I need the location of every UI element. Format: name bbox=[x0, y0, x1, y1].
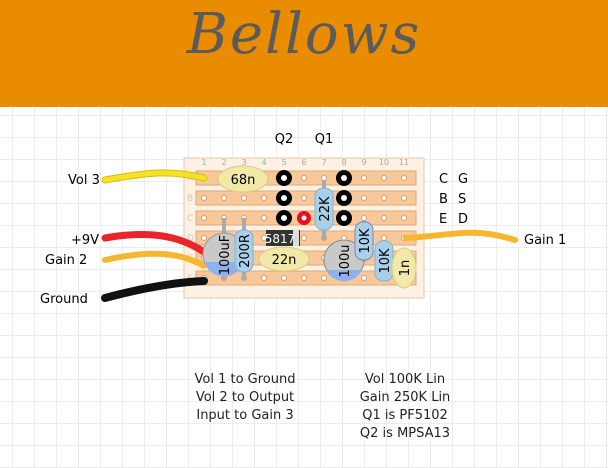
note: Vol 2 to Output bbox=[195, 390, 295, 405]
pinout-label: C bbox=[439, 172, 448, 187]
header-banner: Bellows bbox=[0, 0, 608, 107]
resistor-10k-a bbox=[354, 221, 374, 261]
row-label: D bbox=[187, 234, 194, 244]
hole bbox=[381, 175, 387, 181]
transistor-pad-hole bbox=[341, 175, 347, 181]
notes-right: Vol 100K Lin Gain 250K Lin Q1 is PF5102 … bbox=[350, 371, 460, 443]
column-label: 4 bbox=[261, 158, 266, 167]
resistor-200r-label: 200R bbox=[238, 234, 253, 268]
ground-label: Ground bbox=[40, 292, 88, 307]
row-label: C bbox=[187, 214, 193, 224]
hole bbox=[361, 195, 367, 201]
note: Q2 is MPSA13 bbox=[359, 426, 451, 441]
wire-vol3-core bbox=[102, 170, 207, 183]
vol3-label: Vol 3 bbox=[68, 173, 100, 188]
wire-gain2 bbox=[102, 250, 207, 269]
resistor-10k-b-label: 10K bbox=[378, 248, 393, 274]
note: Vol 100K Lin bbox=[364, 372, 446, 387]
transistor-pad-hole bbox=[281, 175, 287, 181]
column-label: 9 bbox=[361, 158, 366, 167]
wire-gain1 bbox=[403, 229, 518, 243]
cap-22n bbox=[258, 246, 310, 272]
gain2-label: Gain 2 bbox=[45, 253, 87, 268]
pinout-label: E bbox=[439, 212, 447, 227]
hole bbox=[241, 195, 247, 201]
hole bbox=[301, 175, 307, 181]
column-label: 8 bbox=[341, 158, 346, 167]
hole bbox=[261, 275, 267, 281]
pinout-label: B bbox=[439, 192, 448, 207]
hole bbox=[281, 275, 287, 281]
wire-ground bbox=[101, 277, 208, 302]
hole bbox=[401, 215, 407, 221]
transistor-pad-hole bbox=[341, 195, 347, 201]
hole bbox=[321, 175, 327, 181]
cap-100uf-stripe bbox=[204, 262, 244, 277]
hole bbox=[301, 195, 307, 201]
row-label: B bbox=[187, 194, 193, 204]
column-label: 5 bbox=[281, 158, 286, 167]
wire-9v bbox=[101, 230, 208, 256]
hole bbox=[301, 275, 307, 281]
transistor-pad-hole bbox=[341, 215, 347, 221]
column-label: 6 bbox=[301, 158, 306, 167]
note: Input to Gain 3 bbox=[196, 408, 294, 423]
cap-1n-label: 1n bbox=[398, 260, 413, 277]
hole bbox=[361, 215, 367, 221]
column-label: 10 bbox=[379, 158, 389, 167]
diode-5817 bbox=[266, 230, 300, 246]
page-title: Bellows bbox=[186, 2, 422, 67]
note: Vol 1 to Ground bbox=[194, 372, 296, 387]
q1-label: Q1 bbox=[315, 132, 334, 147]
note: Q1 is PF5102 bbox=[362, 408, 448, 423]
diode-label: 5817 bbox=[265, 232, 296, 246]
resistor-10k-a-label: 10K bbox=[358, 228, 373, 254]
q2-label: Q2 bbox=[275, 132, 294, 147]
diode-band bbox=[293, 230, 299, 246]
note: Gain 250K Lin bbox=[359, 390, 451, 405]
cap-1n bbox=[391, 247, 417, 289]
transistor-pad-hole bbox=[281, 195, 287, 201]
hole bbox=[201, 235, 207, 241]
hole bbox=[401, 195, 407, 201]
resistor-200r bbox=[234, 229, 254, 273]
hole bbox=[221, 195, 227, 201]
cap-22n-label: 22n bbox=[272, 253, 297, 268]
resistor-22k bbox=[314, 187, 334, 231]
hole bbox=[261, 215, 267, 221]
pinout-label: D bbox=[458, 212, 468, 227]
column-label: 1 bbox=[201, 158, 206, 167]
hole bbox=[401, 175, 407, 181]
hole bbox=[381, 195, 387, 201]
cap-68n bbox=[217, 165, 269, 193]
notes-left: Vol 1 to Ground Vol 2 to Output Input to… bbox=[185, 371, 305, 425]
hole bbox=[201, 195, 207, 201]
hole bbox=[381, 235, 387, 241]
hole bbox=[321, 275, 327, 281]
pinout-label: G bbox=[458, 172, 468, 187]
hole bbox=[201, 215, 207, 221]
9v-label: +9V bbox=[71, 233, 99, 248]
hole bbox=[361, 275, 367, 281]
column-label: 11 bbox=[399, 158, 409, 167]
hole bbox=[301, 235, 307, 241]
link-pad-hole bbox=[301, 215, 307, 221]
cap-100u-stripe bbox=[326, 270, 362, 282]
resistor-22k-label: 22K bbox=[318, 196, 333, 222]
pinout-label: S bbox=[458, 192, 466, 207]
row-label: A bbox=[187, 174, 194, 184]
hole bbox=[381, 215, 387, 221]
column-label: 7 bbox=[321, 158, 326, 167]
transistor-pad-hole bbox=[281, 215, 287, 221]
gain1-label: Gain 1 bbox=[524, 233, 566, 248]
cap-100u-label: 100u bbox=[338, 244, 353, 277]
column-label: 3 bbox=[241, 158, 246, 167]
cap-68n-label: 68n bbox=[231, 173, 256, 188]
hole bbox=[261, 195, 267, 201]
column-label: 2 bbox=[221, 158, 226, 167]
cap-100uf-label: 100uF bbox=[218, 235, 233, 276]
hole bbox=[361, 175, 367, 181]
